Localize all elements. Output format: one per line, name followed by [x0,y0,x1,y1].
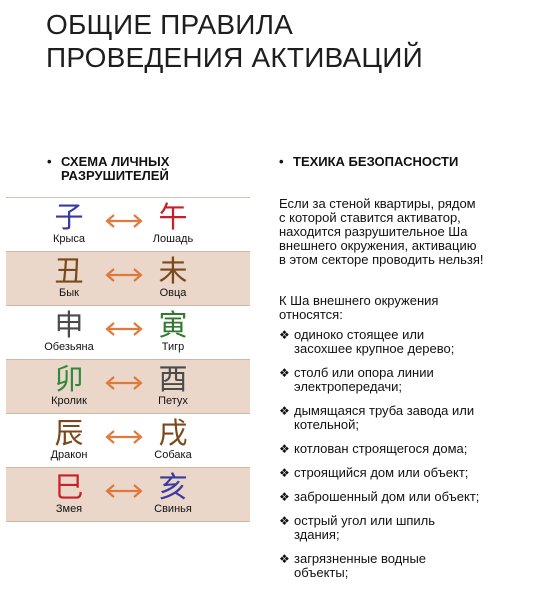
list-item-text: острый угол или шпиль [294,513,436,528]
diamond-bullet-icon: ❖ [279,552,290,566]
list-item-text: загрязненные водные [294,551,427,566]
intro-line: с которой ставится активатор, [279,210,461,225]
zodiac-glyph: 辰 [54,416,84,450]
zodiac-glyph: 卯 [54,362,84,396]
zodiac-glyph: 寅 [158,308,188,342]
double-arrow-icon [105,268,143,282]
zodiac-glyph: 巳 [54,470,84,504]
title-line-1: ОБЩИЕ ПРАВИЛА [46,9,294,40]
double-arrow-icon [105,430,143,444]
double-arrow-icon [105,214,143,228]
title-line-2: ПРОВЕДЕНИЯ АКТИВАЦИЙ [46,42,423,73]
bullet-icon: • [279,154,284,169]
double-arrow-icon [105,484,143,498]
zodiac-glyph: 戌 [158,416,188,450]
list-item-text: дымящаяся труба завода или [294,403,475,418]
double-arrow-icon [105,322,143,336]
list-item-text: засохшее крупное дерево; [294,341,455,356]
bullet-icon: • [47,154,52,169]
intro-paragraph: Если за стеной квартиры, рядом с которой… [279,197,537,267]
heading-line-2: РАЗРУШИТЕЛЕЙ [61,168,169,183]
diamond-bullet-icon: ❖ [279,490,290,504]
animal-name: Змея [55,503,83,515]
intro-line: Если за стеной квартиры, рядом [279,196,476,211]
intro-line: в этом секторе проводить нельзя! [279,252,484,267]
animal-name: Дракон [50,449,88,461]
safety-heading: • ТЕХИКА БЕЗОПАСНОСТИ [279,154,459,169]
zodiac-glyph: 申 [54,308,84,342]
animal-name: Свинья [154,503,192,515]
animal-name: Крыса [52,233,86,245]
list-item-text: одиноко стоящее или [294,327,425,342]
list-item-text: столб или опора линии [294,365,434,380]
intro-line: находится разрушительное Ша [279,224,468,239]
animal-name: Тигр [161,341,185,353]
animal-name: Кролик [51,395,87,407]
animal-name: Обезьяна [44,341,94,353]
safety-heading-text: ТЕХИКА БЕЗОПАСНОСТИ [293,154,459,169]
list-item-text: строящийся дом или объект; [294,465,469,480]
zodiac-glyph: 子 [54,200,84,234]
list-item-text: электропередачи; [294,379,403,394]
double-arrow-icon [105,376,143,390]
list-item: ❖ заброшенный дом или объект; [279,489,549,505]
page-title: ОБЩИЕ ПРАВИЛА ПРОВЕДЕНИЯ АКТИВАЦИЙ [46,8,526,74]
diamond-bullet-icon: ❖ [279,466,290,480]
list-item-text: заброшенный дом или объект; [294,489,480,504]
animal-name: Собака [154,449,192,461]
zodiac-glyph: 丑 [54,254,84,288]
heading-line-1: СХЕМА ЛИЧНЫХ [61,154,170,169]
intro-line: внешнего окружения, активацию [279,238,477,253]
diamond-bullet-icon: ❖ [279,404,290,418]
list-item-text: объекты; [294,565,349,580]
sub-line: К Ша внешнего окружения [279,293,439,308]
destroyers-scheme-heading: • СХЕМА ЛИЧНЫХ РАЗРУШИТЕЛЕЙ [47,154,170,183]
zodiac-glyph: 未 [158,254,188,288]
zodiac-glyph: 午 [158,200,188,234]
diamond-bullet-icon: ❖ [279,442,290,456]
list-item: ❖ котлован строящегося дома; [279,441,549,457]
sha-subheading: К Ша внешнего окружения относятся: [279,294,438,322]
animal-name: Лошадь [152,233,194,245]
list-item-text: здания; [294,527,340,542]
animal-name: Петух [158,395,188,407]
diamond-bullet-icon: ❖ [279,514,290,528]
list-item-text: котлован строящегося дома; [294,441,468,456]
diamond-bullet-icon: ❖ [279,328,290,342]
diamond-bullet-icon: ❖ [279,366,290,380]
zodiac-glyph: 酉 [158,362,188,396]
animal-name: Овца [159,287,187,299]
animal-name: Бык [59,287,79,299]
sub-line: относятся: [279,307,343,322]
zodiac-glyph: 亥 [158,470,188,504]
list-item: ❖ строящийся дом или объект; [279,465,549,481]
list-item-text: котельной; [294,417,360,432]
